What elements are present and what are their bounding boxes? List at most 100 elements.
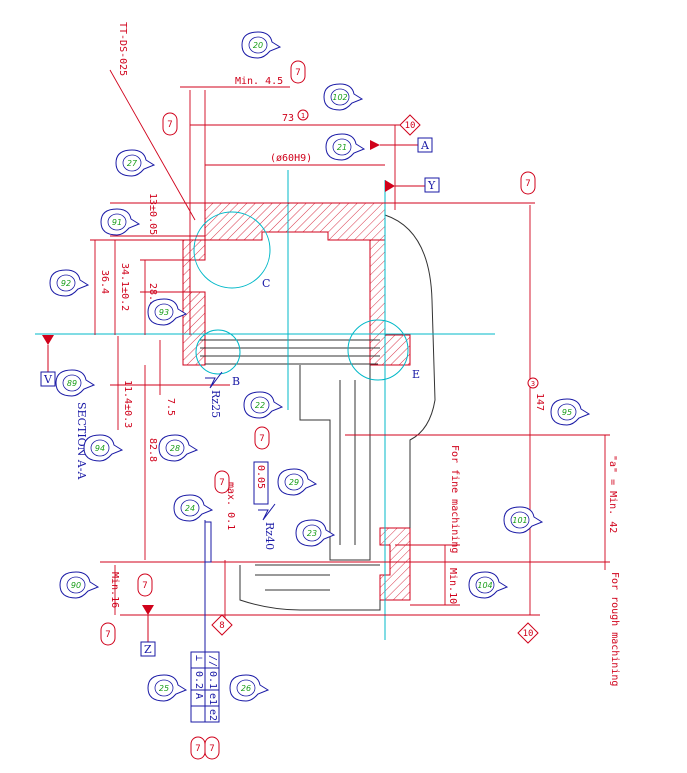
dim-min-16: Min.16: [109, 572, 120, 608]
dim-73: 73: [282, 113, 294, 124]
svg-text:7: 7: [259, 434, 264, 444]
svg-text:104: 104: [477, 581, 492, 590]
balloon-91: 91: [100, 208, 141, 236]
balloon-90: 90: [59, 571, 100, 599]
datum-flags: A Y V Z: [40, 137, 440, 657]
datum-y-box: [424, 177, 440, 193]
balloon-94: 94: [83, 434, 124, 462]
svg-text:95: 95: [562, 408, 572, 417]
datum-z-box: [140, 641, 156, 657]
dimension-texts: Min. 4.5 73 (ø60H9) 13±0.05 36.4 34.1±0.…: [99, 76, 620, 686]
detail-circle-b: [195, 329, 241, 375]
roughness-symbols: Rz25 Rz40: [205, 371, 276, 550]
balloon-21: 21: [325, 133, 366, 161]
stem-inner: [339, 380, 356, 545]
section-labels: C B E SECTION A-A TT-DS-025: [75, 22, 420, 480]
balloon-22: 22: [243, 391, 284, 419]
svg-text:27: 27: [127, 159, 138, 168]
dim-28: 28.1: [147, 283, 158, 307]
datum-a-box: [417, 137, 433, 153]
callout-7: 7: [214, 470, 230, 494]
dim-a-min: "a" = Min. 42: [607, 455, 618, 533]
gdt-r2c3: A: [193, 693, 204, 699]
dim-min-4-5: Min. 4.5: [235, 76, 283, 87]
callout-10: 10: [517, 622, 539, 644]
dim-flatness: 0.05: [255, 465, 266, 489]
hatched-left-wall: [182, 239, 206, 366]
svg-text:7: 7: [105, 630, 110, 640]
callout-7: 7: [100, 622, 116, 646]
callout-8: 8: [211, 614, 233, 636]
datum-z-label: Z: [144, 643, 152, 656]
gdt-r1c4: e2: [207, 709, 218, 721]
centerlines: [35, 170, 495, 640]
datum-y-label: Y: [427, 179, 436, 192]
svg-text:21: 21: [337, 143, 347, 152]
dim-7-5: 7.5: [165, 398, 176, 416]
circle-tag-3: 3: [527, 377, 539, 389]
seal-grooves: [200, 339, 380, 365]
stem: [299, 365, 371, 561]
svg-text:7: 7: [209, 744, 214, 754]
balloon-92: 92: [49, 269, 90, 297]
dim-11: 11.4±0.3: [122, 380, 133, 428]
callout-7: 7: [204, 736, 220, 760]
svg-text:22: 22: [255, 401, 265, 410]
label-c: C: [262, 277, 270, 290]
hatched-right-wall: [369, 239, 411, 366]
detail-circle-e: [347, 319, 409, 381]
part-ref: TT-DS-025: [117, 22, 128, 76]
svg-text:90: 90: [71, 581, 81, 590]
svg-text:7: 7: [219, 478, 224, 488]
balloon-102: 102: [323, 83, 364, 111]
svg-text:92: 92: [61, 279, 71, 288]
note-rough: For rough machining: [609, 572, 620, 686]
gdt-r1c3: e1: [207, 693, 218, 705]
section-title: SECTION A-A: [75, 402, 88, 480]
svg-text:7: 7: [295, 68, 300, 78]
gdt-r2c1: ⊥: [193, 655, 204, 661]
balloon-104: 104: [468, 571, 509, 599]
body-outline: [384, 214, 436, 528]
rz40: Rz40: [263, 522, 276, 550]
callout-7: 7: [254, 426, 270, 450]
callout-7: 7: [137, 573, 153, 597]
svg-text:28: 28: [170, 444, 180, 453]
svg-text:29: 29: [289, 478, 299, 487]
balloon-26: 26: [229, 674, 270, 702]
svg-text:7: 7: [142, 581, 147, 591]
circle-tag-1: 1: [297, 109, 309, 121]
datum-v-label: V: [43, 373, 53, 386]
svg-text:7: 7: [167, 120, 172, 130]
svg-text:20: 20: [253, 41, 263, 50]
svg-text:8: 8: [219, 621, 224, 631]
svg-text:10: 10: [523, 629, 534, 639]
dim-34: 34.1±0.2: [119, 263, 130, 311]
datum-v-box: [40, 371, 56, 387]
svg-text:25: 25: [159, 684, 169, 693]
lower-body: [239, 565, 381, 611]
balloon-93: 93: [147, 298, 188, 326]
svg-text:3: 3: [531, 380, 535, 388]
callout-7: 7: [162, 112, 178, 136]
balloon-24: 24: [173, 494, 214, 522]
svg-text:24: 24: [185, 504, 195, 513]
balloon-95: 95: [550, 398, 591, 426]
balloon-101: 101: [503, 506, 544, 534]
svg-text:10: 10: [405, 121, 416, 131]
balloon-27: 27: [115, 149, 156, 177]
dim-36: 36.4: [99, 270, 110, 294]
hatched-top-wall: [204, 202, 386, 241]
callout-7: 7: [190, 736, 206, 760]
balloon-89: 89: [55, 369, 96, 397]
hatched-bottom-flange: [379, 527, 411, 601]
balloon-20: 20: [241, 31, 282, 59]
dimension-lines: [90, 69, 610, 620]
gdt-r1c2: 0.1: [207, 671, 218, 689]
datum-a-label: A: [420, 139, 430, 152]
dim-max-0-1: max. 0.1: [225, 482, 236, 530]
rz25: Rz25: [209, 390, 222, 418]
balloon-23: 23: [295, 519, 336, 547]
